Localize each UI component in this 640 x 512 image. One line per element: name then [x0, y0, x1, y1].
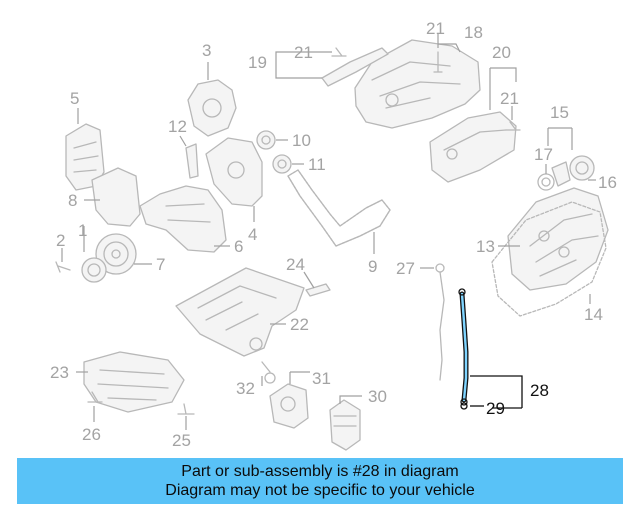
callout-25: 25: [172, 431, 191, 450]
bolt-21-right[interactable]: [505, 121, 521, 131]
banner-line-part: Part or sub-assembly is #28 in diagram: [181, 463, 459, 480]
callout-12: 12: [168, 117, 187, 136]
timing-cover-lower[interactable]: [91, 167, 141, 227]
callout-26: 26: [82, 425, 101, 444]
callout-29: 29: [486, 399, 505, 418]
oil-seal-32[interactable]: [261, 361, 276, 384]
bolt-21-top[interactable]: [433, 51, 443, 73]
oil-filler-cap[interactable]: [569, 155, 595, 181]
idler-pulley[interactable]: [256, 130, 276, 150]
callout-11: 11: [308, 155, 326, 174]
callout-15: 15: [550, 103, 569, 122]
callout-31: 31: [312, 369, 331, 388]
callout-9: 9: [368, 257, 377, 276]
callout-22: 22: [290, 315, 309, 334]
oil-pan-lower[interactable]: [83, 351, 185, 413]
oil-dipstick[interactable]: [435, 263, 445, 381]
callout-2: 2: [56, 231, 65, 250]
callout-28: 28: [530, 381, 549, 400]
oil-pan-upper[interactable]: [175, 267, 305, 357]
callout-4: 4: [248, 225, 257, 244]
callout-20: 20: [492, 43, 511, 62]
part-info-banner: Part or sub-assembly is #28 in diagram D…: [17, 458, 623, 504]
callout-8: 8: [68, 191, 77, 210]
callout-32: 32: [236, 379, 255, 398]
callout-5: 5: [70, 89, 79, 108]
drain-plug[interactable]: [87, 391, 103, 403]
callout-14: 14: [584, 305, 603, 324]
timing-cover-upper[interactable]: [187, 79, 237, 137]
callout-17: 17: [534, 145, 553, 164]
callout-27: 27: [396, 259, 415, 278]
cylinder-head-cover-left[interactable]: [507, 187, 609, 291]
oil-filter[interactable]: [329, 399, 361, 451]
timing-cover-rear[interactable]: [205, 137, 263, 207]
callout-6: 6: [234, 237, 243, 256]
intake-gasket-strip[interactable]: [321, 47, 389, 87]
callout-19: 19: [248, 53, 267, 72]
callout-21-c: 21: [500, 89, 519, 108]
banner-line-disclaimer: Diagram may not be specific to your vehi…: [165, 482, 475, 499]
bolt-24[interactable]: [305, 283, 331, 297]
intake-manifold-cover[interactable]: [354, 39, 481, 129]
callout-13: 13: [476, 237, 495, 256]
callout-21-a: 21: [294, 43, 313, 62]
timing-belt[interactable]: [287, 169, 391, 247]
filler-cap-seal[interactable]: [537, 173, 555, 191]
tensioner-pulley[interactable]: [272, 154, 292, 174]
bolt-2[interactable]: [55, 261, 71, 273]
crank-seal[interactable]: [81, 257, 107, 283]
callout-21-b: 21: [426, 19, 445, 38]
callout-30: 30: [368, 387, 387, 406]
valve-cover-gasket[interactable]: [491, 201, 607, 317]
bolt-21-mid[interactable]: [331, 47, 347, 57]
callout-10: 10: [292, 131, 311, 150]
guide-tube-seal[interactable]: [460, 402, 468, 410]
oil-filter-housing[interactable]: [269, 383, 309, 429]
filler-neck[interactable]: [551, 161, 571, 187]
timing-belt-cover-middle[interactable]: [139, 185, 227, 253]
callout-7: 7: [156, 255, 165, 274]
crank-pulley[interactable]: [95, 233, 137, 275]
callout-23: 23: [50, 363, 69, 382]
callout-18: 18: [464, 23, 483, 42]
dipstick-guide-tube[interactable]: [458, 288, 469, 406]
clip-25[interactable]: [177, 403, 195, 415]
callout-3: 3: [202, 41, 211, 60]
cylinder-head-cover-right[interactable]: [429, 111, 517, 183]
callout-24: 24: [286, 255, 305, 274]
tensioner-bracket[interactable]: [185, 143, 199, 179]
callout-1: 1: [78, 221, 87, 240]
exploded-parts-diagram: 3 5 8 1 2 7 6 4 12 10 11 9 19 21 21 18 2…: [50, 19, 617, 451]
callout-16: 16: [598, 173, 617, 192]
